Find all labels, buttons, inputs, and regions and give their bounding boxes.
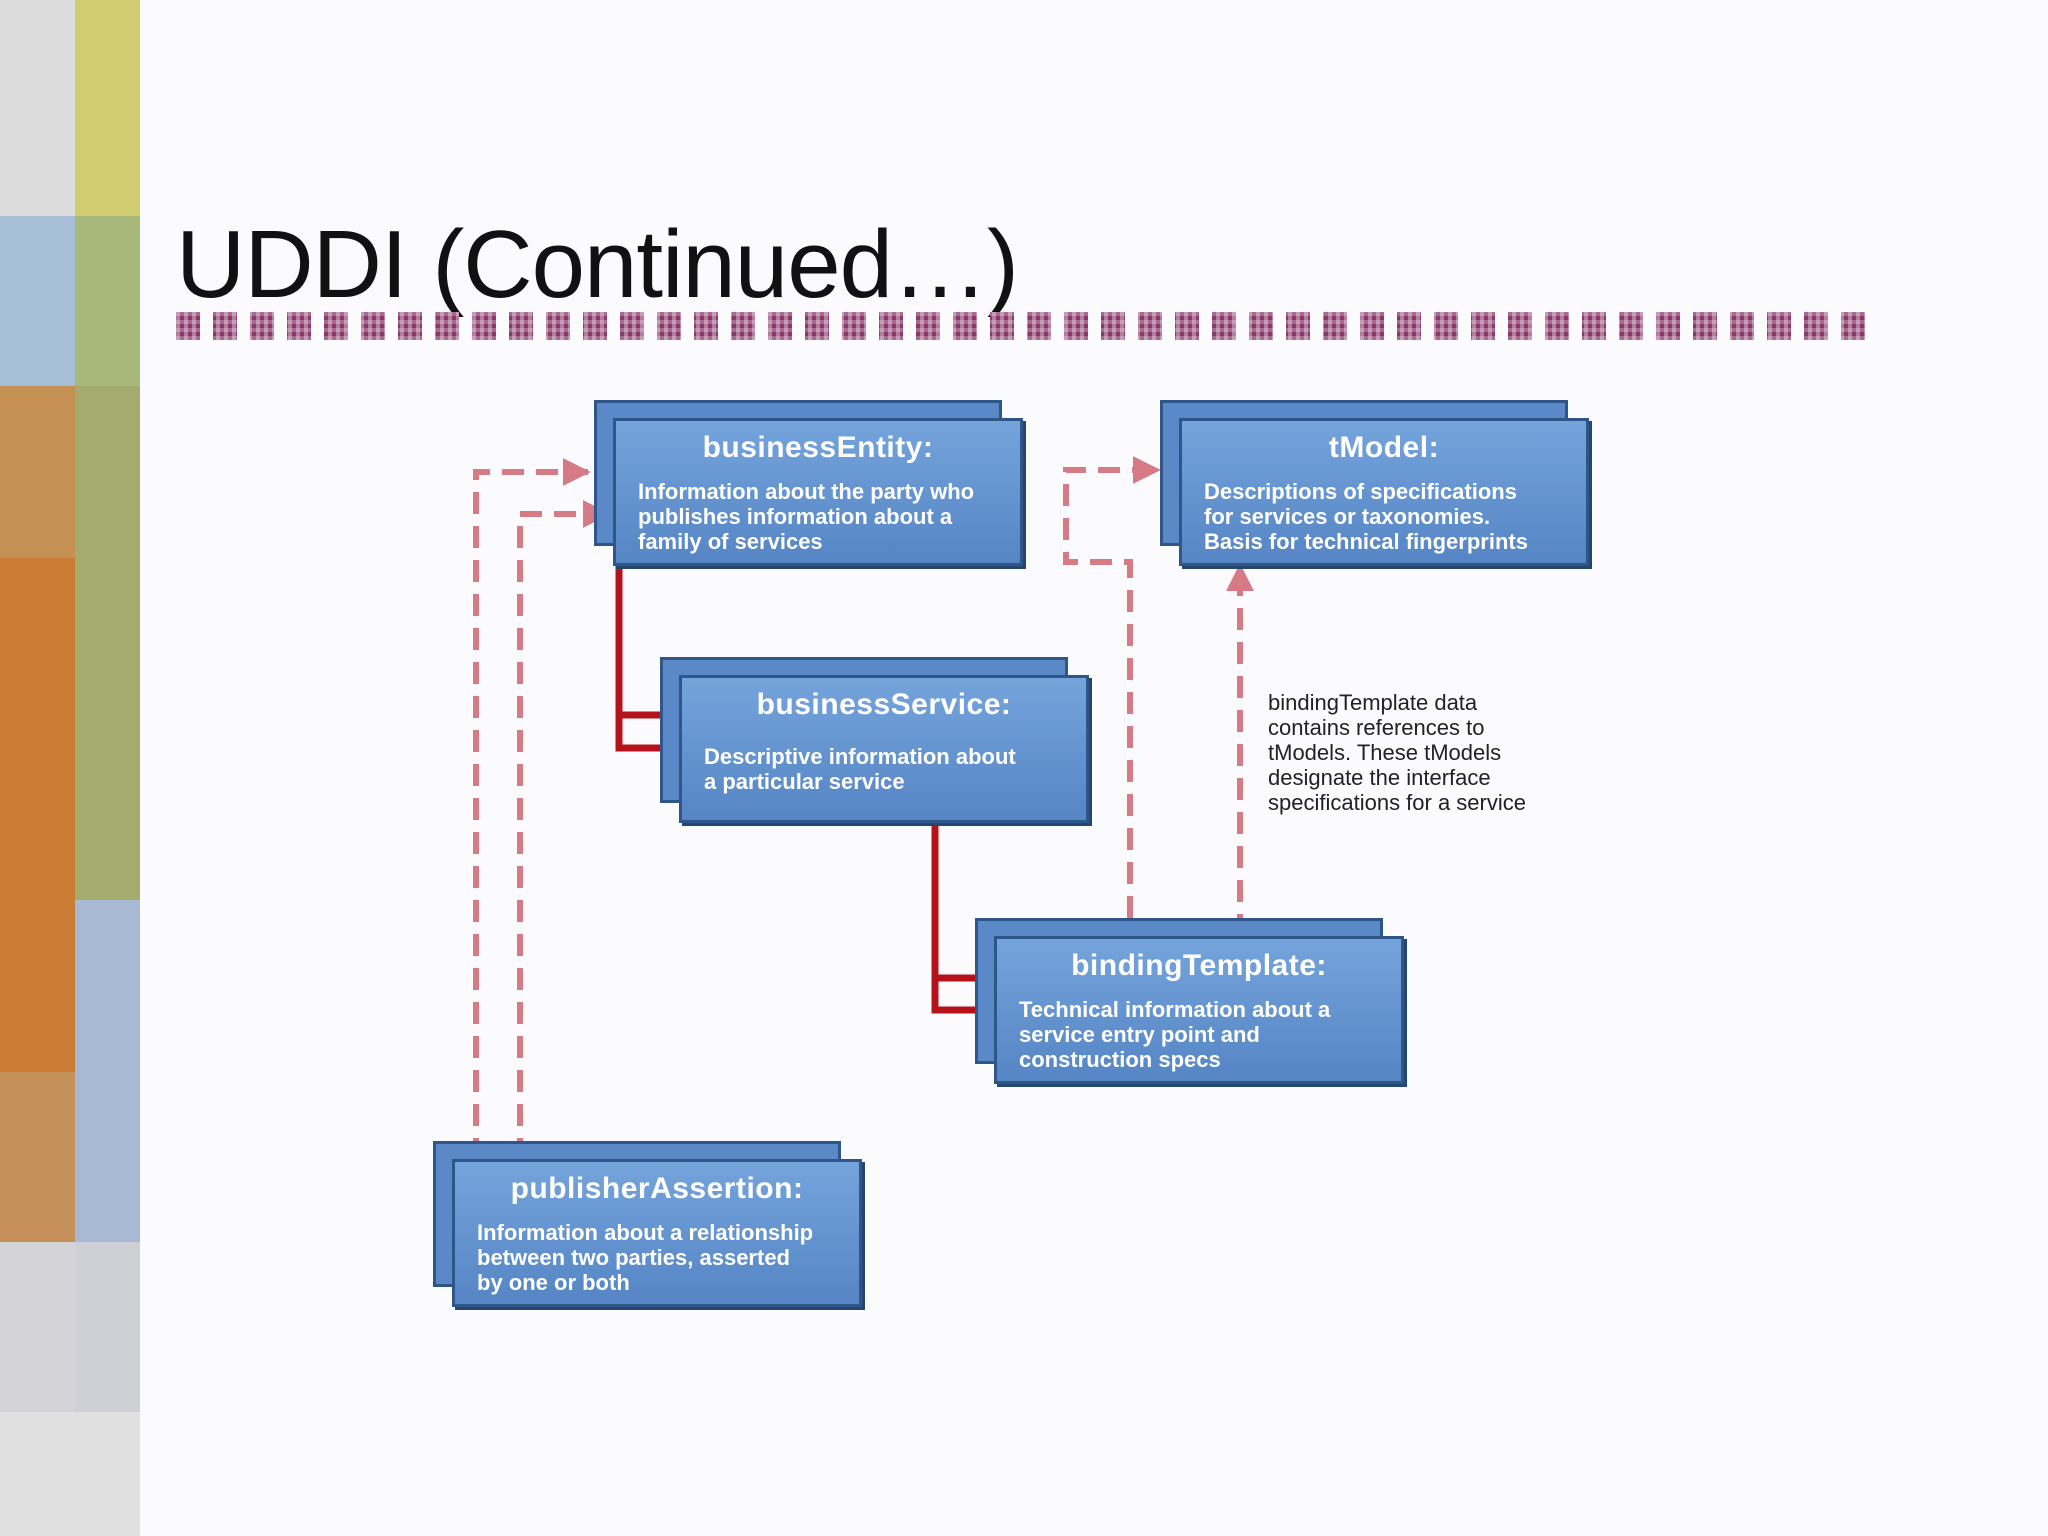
- business-service-description: Descriptive information about a particul…: [704, 744, 1016, 794]
- assertion-to-entity-arrow-1: [473, 458, 591, 1160]
- binding-template-description: Technical information about a service en…: [1019, 997, 1331, 1072]
- left-stripe-gray-bottom: [0, 1412, 140, 1536]
- title-decor-strip: [176, 312, 1876, 340]
- binding-to-tmodel-arrow-left: [1063, 456, 1161, 918]
- left-stripe-olive-2: [75, 558, 140, 900]
- business-entity-title: businessEntity:: [702, 431, 934, 464]
- tmodel-box: tModel: Descriptions of specifications f…: [1179, 418, 1589, 566]
- business-entity-description: Information about the party who publishe…: [638, 479, 975, 554]
- slide-title: UDDI (Continued…): [176, 211, 1019, 318]
- dashed-connectors: [473, 456, 1254, 1160]
- business-service-title: businessService:: [756, 688, 1012, 721]
- assertion-to-entity-arrow-2: [517, 500, 611, 1160]
- left-stripe-orange: [0, 558, 75, 1072]
- left-stripe-green-1: [75, 216, 140, 386]
- publisher-assertion-description: Information about a relationship between…: [477, 1220, 814, 1295]
- left-stripe-gray-top: [0, 0, 75, 216]
- left-stripe-yellow: [75, 0, 140, 216]
- left-stripe-tan-2: [0, 1072, 75, 1242]
- left-stripe-blue-2: [75, 900, 140, 1242]
- binding-template-box: bindingTemplate: Technical information a…: [994, 936, 1404, 1084]
- left-stripe-gray-2: [75, 1242, 140, 1412]
- left-stripe-olive-1: [75, 386, 140, 558]
- tmodel-description: Descriptions of specifications for servi…: [1204, 479, 1528, 554]
- publisher-assertion-title: publisherAssertion:: [510, 1172, 804, 1205]
- left-stripe-gray-1: [0, 1242, 75, 1412]
- binding-template-title: bindingTemplate:: [1071, 949, 1327, 982]
- left-stripe-blue-1: [0, 216, 75, 386]
- left-stripe-tan-1: [0, 386, 75, 558]
- tmodel-title: tModel:: [1328, 431, 1440, 464]
- business-entity-box: businessEntity: Information about the pa…: [613, 418, 1023, 566]
- business-service-box: businessService: Descriptive information…: [679, 675, 1089, 823]
- publisher-assertion-box: publisherAssertion: Information about a …: [452, 1159, 862, 1307]
- binding-template-note: bindingTemplate data contains references…: [1268, 690, 1526, 815]
